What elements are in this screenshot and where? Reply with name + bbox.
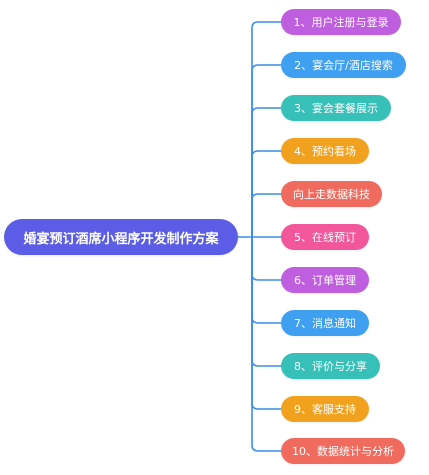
branch-connector-line-5: [251, 193, 282, 238]
child-node-2[interactable]: 2、宴会厅/酒店搜索: [281, 52, 406, 78]
branch-connector-line-2: [251, 64, 282, 238]
branch-connector-line-7: [251, 236, 282, 281]
branch-connector-line-11: [251, 236, 282, 452]
child-node-9[interactable]: 8、评价与分享: [281, 353, 380, 379]
branch-connector-line-8: [251, 236, 282, 324]
branch-connector-line-1: [251, 21, 282, 238]
branch-connector-line-9: [251, 236, 282, 367]
branch-connector-line-10: [251, 236, 282, 410]
child-node-6[interactable]: 5、在线预订: [281, 224, 369, 250]
child-node-7[interactable]: 6、订单管理: [281, 267, 369, 293]
child-node-5[interactable]: 向上走数据科技: [281, 181, 382, 207]
child-node-1[interactable]: 1、用户注册与登录: [281, 9, 401, 35]
branch-connector-line-4: [251, 150, 282, 238]
child-node-4[interactable]: 4、预约看场: [281, 138, 369, 164]
branch-connector-line-3: [251, 107, 282, 238]
child-node-10[interactable]: 9、客服支持: [281, 396, 369, 422]
child-node-3[interactable]: 3、宴会套餐展示: [281, 95, 391, 121]
child-node-8[interactable]: 7、消息通知: [281, 310, 369, 336]
child-node-11[interactable]: 10、数据统计与分析: [281, 438, 405, 464]
root-node[interactable]: 婚宴预订酒席小程序开发制作方案: [4, 219, 238, 255]
